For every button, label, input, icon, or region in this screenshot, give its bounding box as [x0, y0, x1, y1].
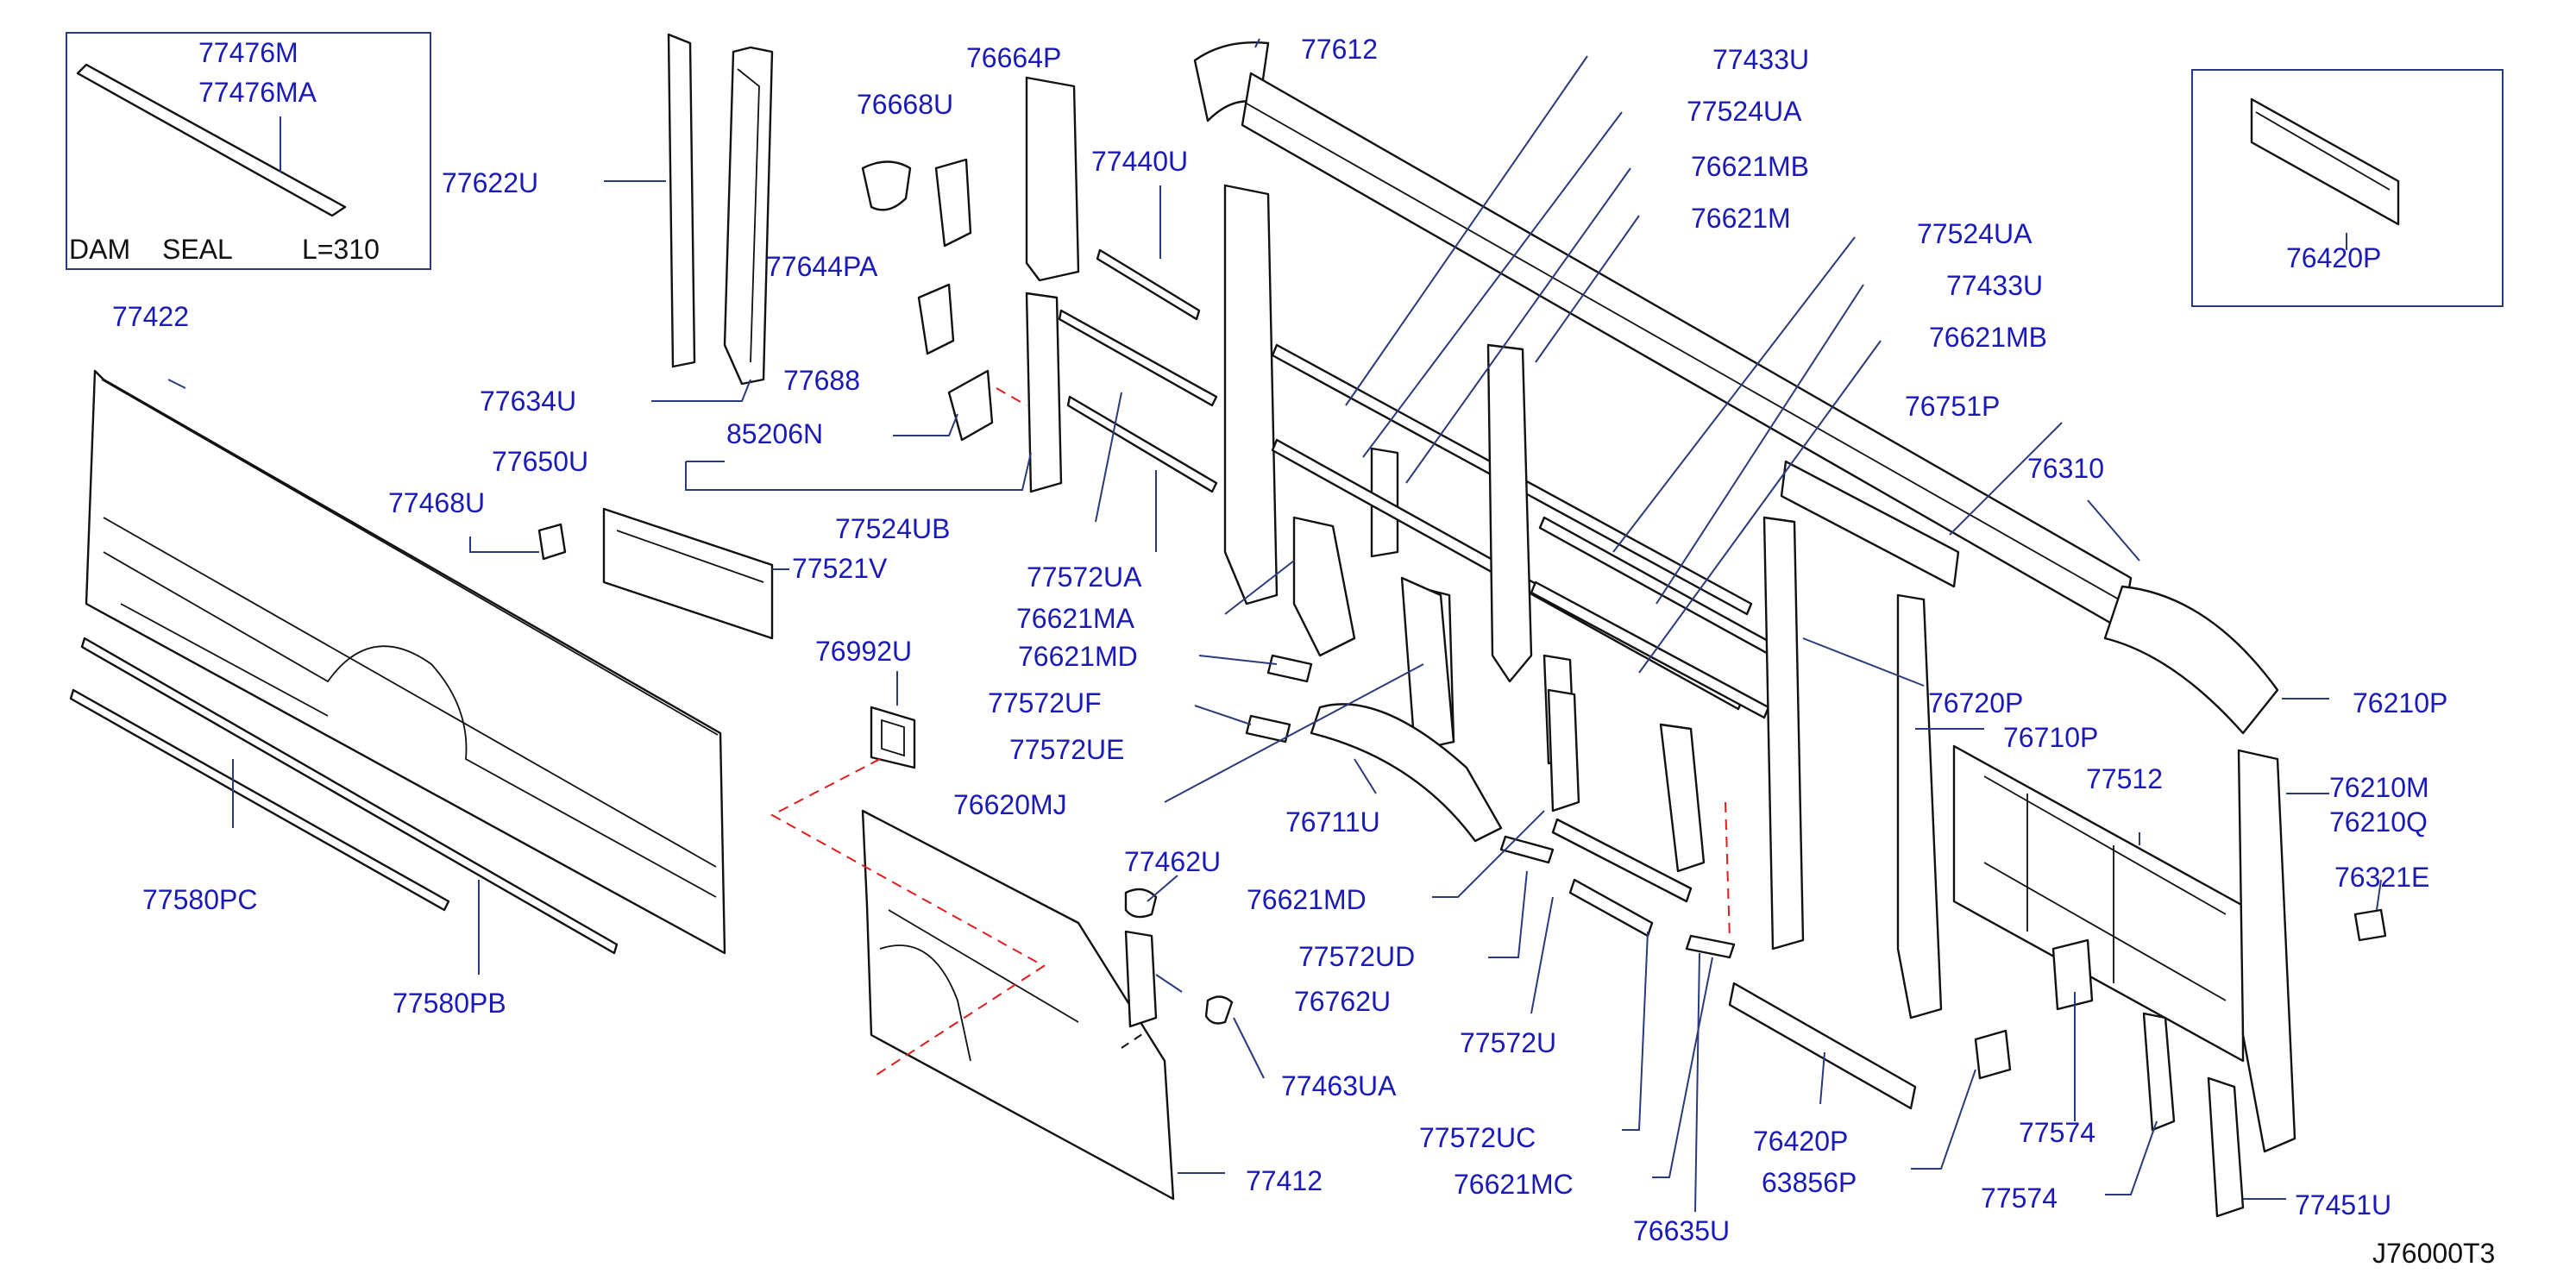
caption-dam: DAM	[69, 234, 131, 265]
lower-brackets	[1310, 576, 1706, 873]
label-77524ua-a: 77524UA	[1687, 96, 1802, 127]
label-77451u: 77451U	[2295, 1189, 2392, 1220]
label-76620mj: 76620MJ	[953, 789, 1067, 820]
rear-pillar-group	[1762, 460, 1960, 1020]
inset-box-seal	[66, 32, 431, 270]
label-76621m: 76621M	[1691, 203, 1791, 234]
label-77644pa: 77644PA	[766, 251, 878, 282]
rails-77440u	[1058, 248, 1218, 493]
label-77476ma: 77476MA	[198, 77, 317, 108]
label-76310: 76310	[2027, 453, 2104, 484]
label-77476m: 77476M	[198, 37, 298, 68]
label-77433u-a: 77433U	[1712, 44, 1810, 75]
label-76711u: 76711U	[1285, 806, 1380, 838]
label-77572uf: 77572UF	[988, 687, 1102, 718]
pillar-77622u	[667, 33, 774, 386]
rear-frame-77512	[1952, 744, 2296, 1153]
label-76668u: 76668U	[857, 89, 954, 120]
long-roof-rails	[1271, 343, 1796, 719]
label-77634u: 77634U	[480, 386, 577, 417]
label-77433u-b: 77433U	[1946, 270, 2044, 301]
label-76751p: 76751P	[1905, 391, 2001, 422]
label-77572u: 77572U	[1460, 1027, 1557, 1058]
label-77572ua: 77572UA	[1027, 562, 1142, 593]
pillar-76664p	[1025, 76, 1080, 493]
label-77440u: 77440U	[1091, 146, 1189, 177]
caption-seal: SEAL	[162, 234, 233, 265]
label-85206n: 85206N	[726, 418, 824, 449]
label-77468u: 77468U	[388, 487, 486, 518]
label-76621mb-a: 76621MB	[1691, 151, 1809, 182]
label-77524ua-b: 77524UA	[1917, 218, 2033, 249]
label-76621md-a: 76621MD	[1018, 641, 1138, 672]
label-77574-b: 77574	[1981, 1183, 2058, 1214]
label-77412: 77412	[1246, 1165, 1323, 1196]
leader-lines	[167, 38, 2382, 1213]
label-77512: 77512	[2086, 763, 2163, 794]
label-77572uc: 77572UC	[1419, 1122, 1536, 1153]
outer-side-panel-77422	[85, 369, 726, 955]
roof-member-76310	[1193, 41, 2279, 735]
label-76621ma: 76621MA	[1016, 603, 1134, 634]
label-77572ud: 77572UD	[1298, 941, 1416, 972]
label-77612: 77612	[1301, 34, 1378, 65]
label-76762u: 76762U	[1294, 986, 1392, 1017]
label-77574-a: 77574	[2019, 1117, 2095, 1148]
label-77622u: 77622U	[442, 167, 539, 198]
label-77688: 77688	[783, 365, 860, 396]
trim-strip-77580pc	[69, 637, 619, 955]
label-76210q: 76210Q	[2329, 806, 2428, 838]
reinforcement-77521v	[537, 507, 774, 640]
label-76420p-inset: 76420P	[2286, 242, 2382, 273]
cap-parts-group	[861, 158, 994, 442]
reinforcement-inset-76420p	[2250, 97, 2400, 226]
sill-76420p	[1728, 982, 1917, 1110]
seal-strip-77476m	[76, 63, 347, 217]
label-76720p: 76720P	[1928, 687, 2024, 718]
label-77580pc: 77580PC	[142, 884, 258, 915]
label-76710p: 76710P	[2003, 722, 2099, 753]
small-caps	[870, 706, 1234, 1025]
label-76621mb-b: 76621MB	[1929, 322, 2047, 353]
label-76321e: 76321E	[2334, 862, 2430, 893]
label-76210p: 76210P	[2353, 687, 2448, 718]
label-76621md-b: 76621MD	[1247, 884, 1367, 915]
small-parts-lower-right	[1974, 908, 2387, 1218]
label-77521v: 77521V	[792, 553, 888, 584]
label-63856p: 63856P	[1762, 1167, 1857, 1198]
label-77462u: 77462U	[1124, 846, 1222, 877]
caption-length: L=310	[302, 234, 380, 265]
label-76420p: 76420P	[1753, 1126, 1849, 1157]
label-76210m: 76210M	[2329, 772, 2429, 803]
label-77422: 77422	[112, 301, 189, 332]
label-76992u: 76992U	[815, 636, 913, 667]
diagram-id: J76000T3	[2372, 1238, 2496, 1269]
label-77580pb: 77580PB	[393, 988, 506, 1019]
inset-box-reinforcement	[2191, 69, 2504, 307]
label-76621mc: 76621MC	[1454, 1169, 1574, 1200]
label-77572ue: 77572UE	[1009, 734, 1125, 765]
label-77650u: 77650U	[492, 446, 589, 477]
label-76664p: 76664P	[966, 42, 1062, 73]
small-rails-77572	[1245, 654, 1736, 959]
label-76635u: 76635U	[1633, 1215, 1731, 1246]
label-77463ua: 77463UA	[1281, 1070, 1397, 1101]
label-77524ub: 77524UB	[835, 513, 951, 544]
